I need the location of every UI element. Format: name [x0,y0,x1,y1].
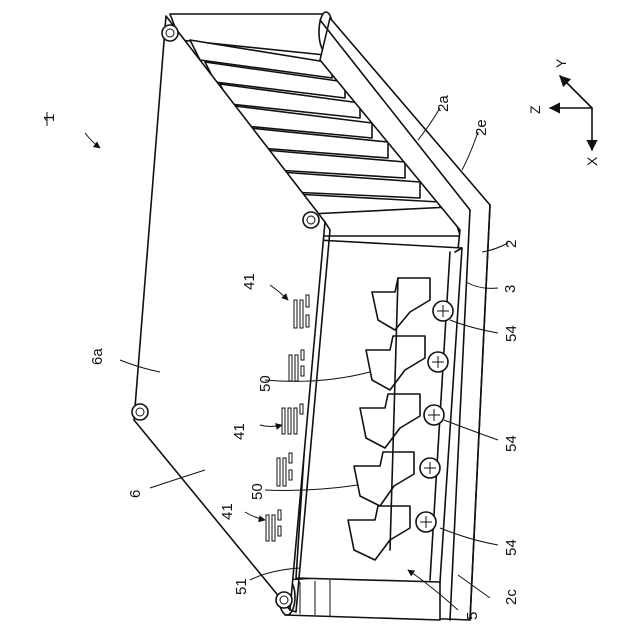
label-vent-top: 41 [241,273,258,290]
label-screw-top: 54 [503,325,520,342]
label-device: 1 [41,114,58,122]
label-heatsink-edge: 2e [473,119,490,136]
label-heatsink-surface: 2a [435,95,452,112]
label-terminal-upper: 50 [257,375,274,392]
label-board: 3 [502,285,519,293]
axis-label-y: Y [553,58,569,68]
label-screw-mid: 54 [503,435,520,452]
axis-indicator [550,76,592,150]
label-heatsink-base: 2c [503,589,520,605]
label-terminal-lower: 50 [249,483,266,500]
label-cover: 6 [127,490,144,498]
label-connector: 5 [464,612,481,620]
label-vent-mid: 41 [231,423,248,440]
label-screw-bottom: 54 [503,539,520,556]
axis-label-z: Z [527,105,543,114]
label-heatsink: 2 [503,240,520,248]
label-wall: 51 [233,578,250,595]
label-vent-bottom: 41 [219,503,236,520]
axis-label-x: X [584,156,600,166]
label-cover-face: 6a [89,348,106,365]
